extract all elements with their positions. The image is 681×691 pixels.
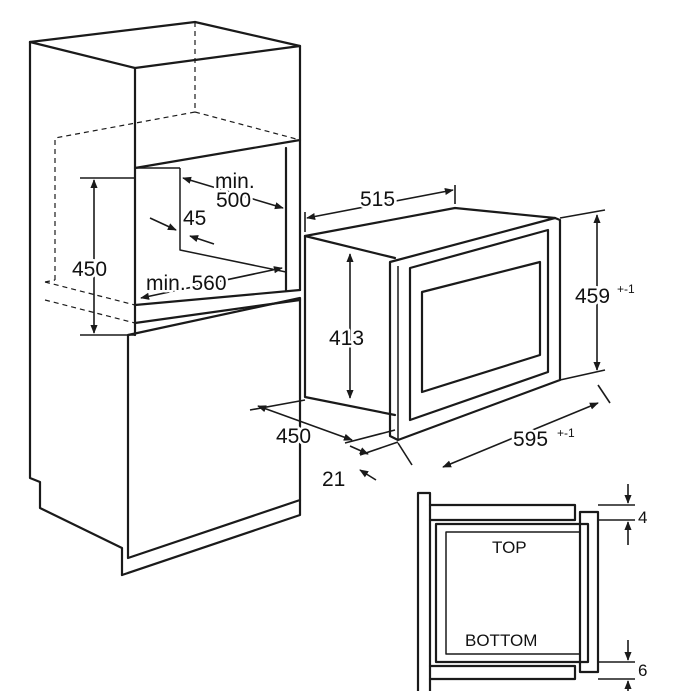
cabinet-top-hidden-edges [54, 22, 301, 141]
oven-door-frame [408, 228, 550, 422]
niche-floor-hidden [44, 279, 136, 324]
min-560-dimension-line [140, 266, 283, 300]
section-detail: TOP BOTTOM 4 6 [416, 484, 647, 691]
cabinet-top-lid [28, 20, 302, 48]
cabinet-lower-door [126, 296, 302, 560]
depth-515-dimension-line [306, 187, 454, 221]
min-500-label-value: 500 [216, 189, 251, 212]
oven-dimensions: 515 413 459 +-1 450 595 +-1 21 [249, 185, 635, 494]
detail-front-panel [578, 510, 600, 674]
oven [303, 206, 562, 442]
offset-21-arrow-right [359, 469, 377, 481]
oven-front-frame [388, 216, 562, 442]
depth-515-label: 515 [360, 188, 395, 211]
niche-right-post [284, 138, 302, 292]
gap-45-arrow-left [149, 217, 177, 231]
niche-back-wall [179, 168, 287, 273]
detail-bottom-shelf [428, 664, 577, 681]
depth-450-dimension-line [257, 405, 353, 441]
cabinet-base [120, 498, 302, 577]
width-595-dimension-line [442, 402, 599, 468]
detail-top-label: TOP [492, 538, 527, 557]
detail-top-gap-label: 4 [638, 508, 647, 527]
detail-bottom-gap-label: 6 [638, 661, 647, 680]
gap-45-arrow-right [189, 235, 215, 245]
tall-cabinet [28, 20, 302, 577]
cabinet-left-side [28, 40, 124, 577]
offset-21-arrow-left [349, 445, 369, 455]
height-450-label: 450 [72, 258, 107, 281]
cabinet-top-front [28, 40, 302, 170]
width-595-tolerance: +-1 [557, 426, 575, 440]
offset-21-label: 21 [322, 468, 345, 491]
detail-top-shelf [428, 503, 577, 522]
oven-body-top [303, 206, 557, 238]
cabinet-dimensions: 450 min. 500 45 min. 560 [70, 168, 284, 336]
oven-body-left [303, 234, 397, 417]
min-500-dimension-line [182, 176, 284, 210]
oven-body-back-top [303, 234, 397, 260]
oven-window [420, 260, 542, 394]
gap-45-label: 45 [183, 207, 206, 230]
height-459-label: 459 [575, 285, 610, 308]
depth-450-label: 450 [276, 425, 311, 448]
detail-bottom-label: BOTTOM [465, 631, 537, 650]
min-500-label-top: min. [215, 170, 255, 193]
min-560-label: min. 560 [146, 272, 227, 295]
detail-cabinet-wall [416, 491, 432, 691]
height-413-label: 413 [329, 327, 364, 350]
width-595-label: 595 [513, 428, 548, 451]
height-459-tolerance: +-1 [617, 282, 635, 296]
detail-oven-body [434, 522, 590, 664]
